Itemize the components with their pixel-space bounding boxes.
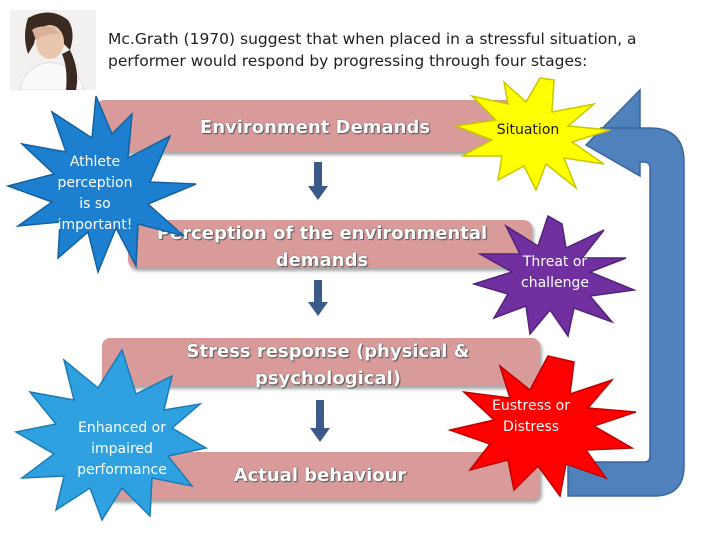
stage-label-stress-response: Stress response (physical & psychologica… <box>186 341 470 389</box>
eustress-burst-label: Eustress or Distress <box>492 398 570 435</box>
eustress-burst <box>447 355 637 498</box>
enhanced-burst-label: Enhanced or impaired performance <box>77 420 167 478</box>
enhanced-burst <box>13 348 209 522</box>
down-arrow <box>308 280 328 316</box>
stressed-woman-photo <box>10 10 96 90</box>
stage-label-environment: Environment Demands <box>199 117 431 138</box>
situation-burst <box>453 77 611 192</box>
stage-box-stress-response <box>102 338 540 386</box>
down-arrow <box>310 400 330 442</box>
threat-burst-label: Threat or challenge <box>521 254 589 291</box>
athlete-burst-label: Athlete perception is so important! <box>57 154 133 233</box>
loop-arrow <box>567 88 685 497</box>
stage-box-perception <box>128 220 532 268</box>
stage-label-behaviour: Actual behaviour <box>233 465 407 486</box>
down-arrow <box>308 162 328 200</box>
page-heading: Mc.Grath (1970) suggest that when placed… <box>108 30 637 70</box>
threat-burst <box>471 214 637 338</box>
situation-burst-label: Situation <box>496 122 560 138</box>
athlete-burst <box>5 95 197 275</box>
stage-label-perception: Perception of the environmental demands <box>156 223 488 271</box>
